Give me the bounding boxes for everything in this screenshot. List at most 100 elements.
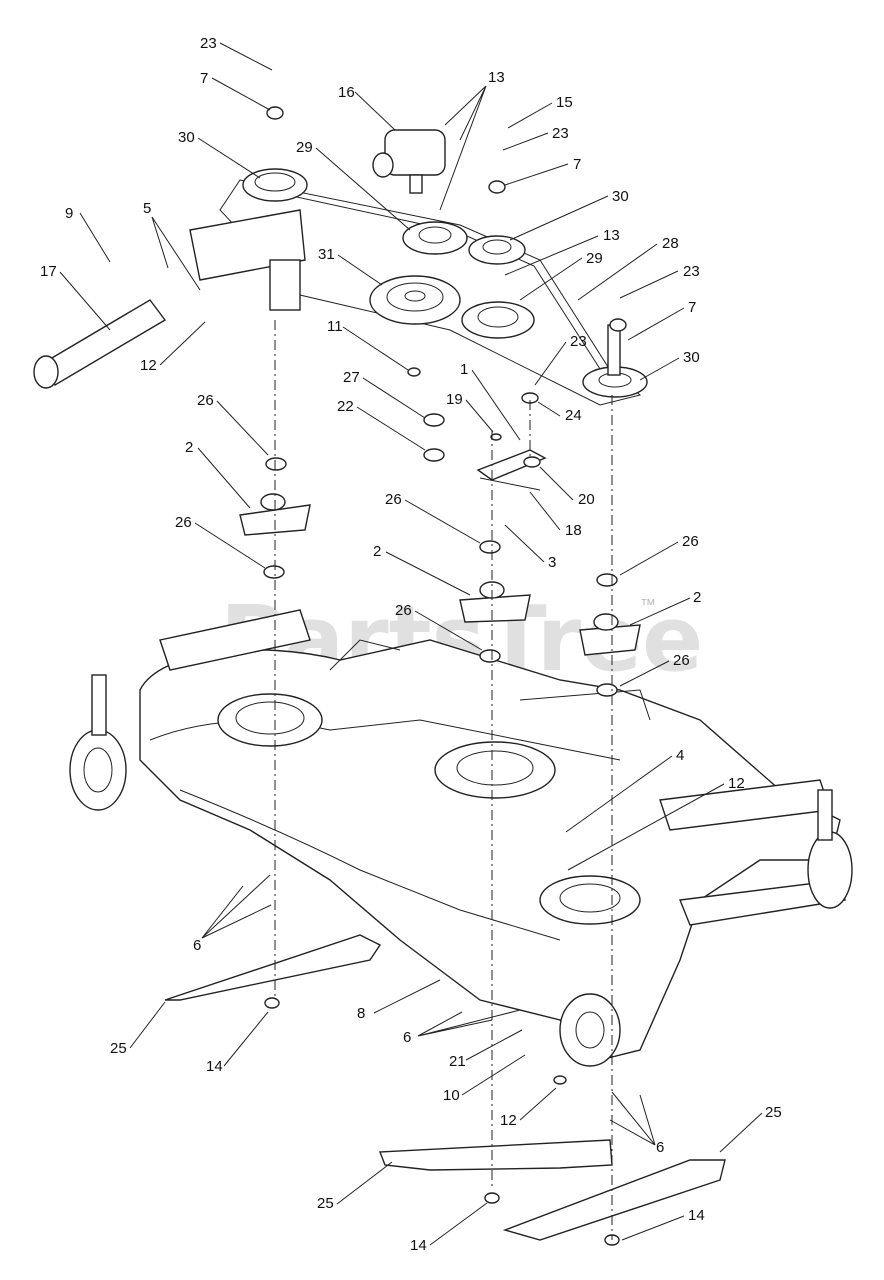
callout-29-b: 29 — [519, 250, 603, 301]
svg-text:7: 7 — [688, 299, 696, 316]
callout-26: 26 — [197, 392, 269, 456]
pulley-30-center — [468, 235, 526, 265]
svg-text:18: 18 — [565, 522, 582, 539]
svg-text:25: 25 — [110, 1040, 127, 1057]
blade-25-left — [164, 934, 382, 1001]
svg-text:25: 25 — [317, 1195, 334, 1212]
svg-text:26: 26 — [175, 514, 192, 531]
callout-7-b: 7 — [504, 156, 581, 186]
svg-text:26: 26 — [197, 392, 214, 409]
svg-text:21: 21 — [449, 1053, 466, 1070]
svg-text:14: 14 — [410, 1237, 427, 1254]
svg-text:23: 23 — [200, 35, 217, 52]
callout-14-c: 14 — [410, 1202, 488, 1254]
svg-text:12: 12 — [728, 775, 745, 792]
svg-text:10: 10 — [443, 1087, 460, 1104]
callout-16: 16 — [338, 84, 396, 131]
callout-21: 21 — [449, 1029, 523, 1070]
svg-text:28: 28 — [662, 235, 679, 252]
svg-text:1: 1 — [460, 361, 468, 378]
callout-24: 24 — [537, 401, 582, 424]
callout-26-f: 26 — [619, 652, 690, 687]
svg-text:30: 30 — [683, 349, 700, 366]
svg-text:13: 13 — [603, 227, 620, 244]
svg-text:7: 7 — [573, 156, 581, 173]
callout-25-c: 25 — [317, 1161, 393, 1212]
svg-text:24: 24 — [565, 407, 582, 424]
alignment-lines — [274, 320, 613, 1240]
svg-text:29: 29 — [296, 139, 313, 156]
callout-23-b: 23 — [502, 125, 569, 151]
callout-23: 23 — [200, 35, 273, 71]
callout-6-b: 6 — [403, 1009, 521, 1046]
callout-23-c: 23 — [619, 263, 700, 299]
svg-text:14: 14 — [688, 1207, 705, 1224]
svg-text:12: 12 — [140, 357, 157, 374]
callout-9: 9 — [65, 205, 111, 263]
svg-text:20: 20 — [578, 491, 595, 508]
svg-text:15: 15 — [556, 94, 573, 111]
callout-2-b: 2 — [373, 543, 471, 596]
svg-text:3: 3 — [548, 554, 556, 571]
svg-text:25: 25 — [765, 1104, 782, 1121]
svg-text:26: 26 — [682, 533, 699, 550]
callout-7-c: 7 — [627, 299, 696, 341]
callout-7: 7 — [200, 70, 271, 111]
svg-text:26: 26 — [395, 602, 412, 619]
svg-text:13: 13 — [488, 69, 505, 86]
gauge-wheel-right-front — [807, 789, 853, 909]
svg-text:8: 8 — [357, 1005, 365, 1022]
svg-text:23: 23 — [552, 125, 569, 142]
callout-4: 4 — [565, 747, 684, 833]
svg-text:26: 26 — [385, 491, 402, 508]
callout-2-c: 2 — [629, 589, 701, 626]
svg-text:2: 2 — [693, 589, 701, 606]
svg-text:23: 23 — [570, 333, 587, 350]
callout-1: 1 — [460, 361, 521, 441]
gauge-wheel-right-rear — [559, 993, 621, 1067]
callout-15: 15 — [507, 94, 573, 129]
callout-30-b: 30 — [509, 188, 629, 241]
svg-text:23: 23 — [683, 263, 700, 280]
callout-6: 6 — [193, 874, 272, 954]
callout-25: 25 — [110, 1001, 166, 1057]
callout-6-c: 6 — [609, 1091, 664, 1156]
callout-29: 29 — [296, 139, 411, 231]
svg-text:2: 2 — [185, 439, 193, 456]
callout-2: 2 — [185, 439, 251, 509]
callout-19: 19 — [446, 391, 494, 433]
callout-27: 27 — [343, 369, 426, 419]
callout-26-d: 26 — [619, 533, 699, 576]
svg-text:17: 17 — [40, 263, 57, 280]
svg-text:2: 2 — [373, 543, 381, 560]
callout-30: 30 — [178, 129, 261, 179]
callout-13: 13 — [439, 69, 505, 211]
callout-18: 18 — [529, 491, 582, 539]
callout-14: 14 — [206, 1011, 269, 1075]
callout-14-b: 14 — [621, 1207, 705, 1241]
callout-22: 22 — [337, 398, 426, 451]
pulley-30-right — [582, 324, 648, 398]
svg-text:6: 6 — [656, 1139, 664, 1156]
callout-11: 11 — [327, 318, 409, 371]
svg-text:12: 12 — [500, 1112, 517, 1129]
callout-13-b: 13 — [504, 227, 620, 276]
trademark-symbol: ™ — [640, 597, 656, 614]
callout-12-b: 12 — [567, 775, 745, 871]
svg-text:27: 27 — [343, 369, 360, 386]
callout-23-d: 23 — [534, 333, 587, 386]
callout-10: 10 — [443, 1054, 526, 1104]
callout-28: 28 — [577, 235, 679, 301]
callout-12: 12 — [140, 321, 206, 374]
gearbox-16 — [372, 129, 446, 194]
callout-31: 31 — [318, 246, 383, 286]
svg-text:22: 22 — [337, 398, 354, 415]
svg-text:16: 16 — [338, 84, 355, 101]
callout-26-b: 26 — [175, 514, 266, 569]
blade-bolts — [264, 997, 620, 1246]
svg-text:11: 11 — [327, 318, 343, 335]
svg-text:26: 26 — [673, 652, 690, 669]
pulley-29-right — [461, 301, 535, 339]
gauge-wheel-left — [69, 674, 127, 811]
